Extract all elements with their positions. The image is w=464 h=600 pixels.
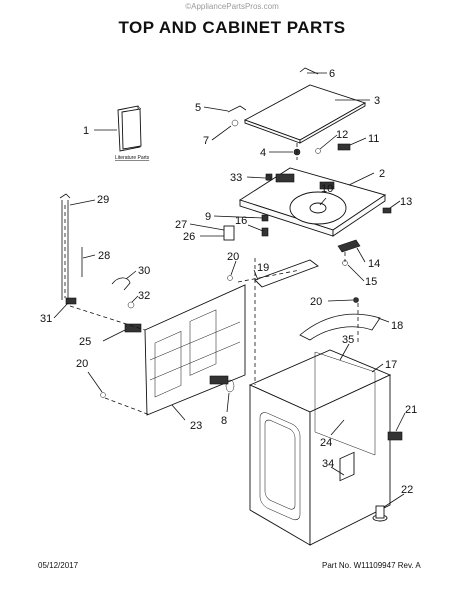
callout-4: 4 (260, 147, 266, 159)
callout-11: 11 (368, 133, 379, 145)
foot-stem (375, 505, 385, 519)
callout-33: 33 (230, 172, 242, 184)
callout-1: 1 (83, 125, 89, 137)
part-25 (124, 323, 142, 333)
drain-hose (61, 200, 69, 300)
screw-20b (353, 297, 359, 303)
rail-19 (254, 259, 319, 288)
callout-20a: 20 (227, 251, 239, 263)
callout-20c: 20 (76, 358, 88, 370)
hose-clip (111, 277, 131, 291)
screw-20c (100, 392, 106, 398)
part-13 (382, 207, 392, 214)
rear-panel (144, 284, 246, 416)
lid-hinge (227, 105, 247, 113)
part-16 (261, 227, 269, 237)
lid (243, 84, 367, 144)
callout-18: 18 (391, 320, 403, 332)
fitting (209, 375, 229, 385)
callout-17: 17 (385, 359, 397, 371)
assembly-lines (69, 143, 359, 416)
callout-25: 25 (79, 336, 91, 348)
callout-6: 6 (329, 68, 335, 80)
callout-8: 8 (221, 415, 227, 427)
callout-12: 12 (336, 129, 348, 141)
callout-30: 30 (138, 265, 150, 277)
callout-19: 19 (257, 262, 269, 274)
callout-27: 27 (175, 219, 187, 231)
lid-switch (337, 143, 351, 151)
hinge-bar (299, 67, 319, 75)
callout-15: 15 (365, 276, 377, 288)
callout-10: 10 (321, 183, 333, 195)
part-21 (387, 431, 403, 441)
page-title: TOP AND CABINET PARTS (118, 18, 346, 37)
callout-21: 21 (405, 404, 417, 416)
callout-5: 5 (195, 102, 201, 114)
callout-31: 31 (40, 313, 52, 325)
part-26 (223, 225, 235, 241)
callout-28: 28 (98, 250, 110, 262)
part-8 (225, 379, 235, 393)
callout-35: 35 (342, 334, 354, 346)
part-31 (65, 297, 77, 305)
fastener-12 (315, 148, 321, 154)
callout-32: 32 (138, 290, 150, 302)
callout-34: 34 (322, 458, 334, 470)
top-panel (238, 167, 387, 237)
literature-parts-booklet: Literature Parts (115, 105, 150, 161)
leader-lines (53, 72, 406, 508)
callout-29: 29 (97, 194, 109, 206)
callout-7: 7 (203, 135, 209, 147)
watermark: ©AppliancePartsPros.com (185, 2, 279, 11)
hinge-screw (231, 119, 239, 127)
lid-lock (337, 239, 361, 253)
callout-16: 16 (235, 215, 247, 227)
footer-date: 05/12/2017 (38, 561, 79, 570)
callout-26: 26 (183, 231, 195, 243)
part-32 (127, 301, 135, 309)
drain-hose-end (59, 193, 71, 199)
callout-13: 13 (400, 196, 412, 208)
callout-14: 14 (368, 258, 380, 270)
screw-33 (265, 175, 271, 181)
footer-part-number: Part No. W11109947 Rev. A (322, 561, 421, 570)
callout-numbers: 1 2 3 4 5 6 7 8 9 10 11 12 13 14 15 16 1… (40, 68, 417, 496)
literature-parts-label: Literature Parts (115, 155, 150, 161)
callout-22: 22 (401, 484, 413, 496)
callout-3: 3 (374, 95, 380, 107)
label-34 (339, 451, 355, 482)
callout-9: 9 (205, 211, 211, 223)
screw-20a (227, 275, 233, 281)
callout-23: 23 (190, 420, 202, 432)
part-18 (299, 313, 381, 341)
callout-20b: 20 (310, 296, 322, 308)
callout-24: 24 (320, 437, 332, 449)
callout-2: 2 (379, 168, 385, 180)
